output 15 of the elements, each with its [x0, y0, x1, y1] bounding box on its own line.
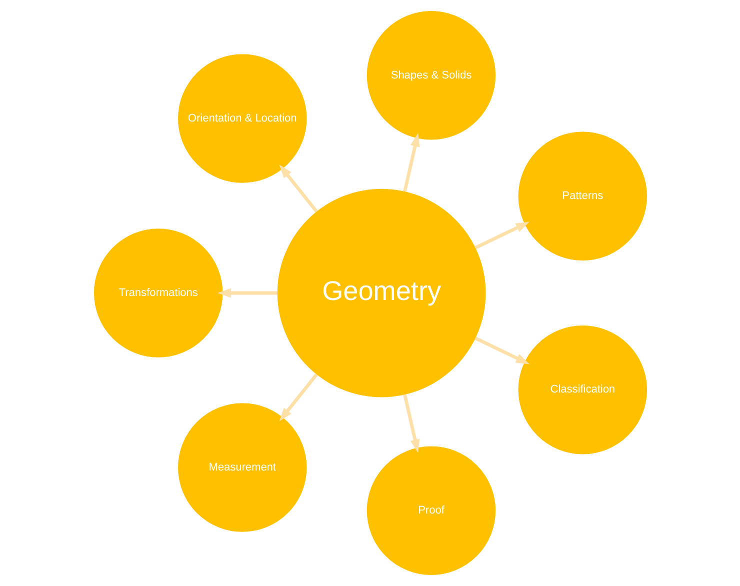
node-circle: Shapes & Solids: [366, 11, 496, 140]
node-circle: Patterns: [518, 132, 647, 261]
arrow: [278, 164, 318, 213]
arrow: [278, 373, 318, 422]
arrow: [402, 394, 420, 454]
node-circle: Classification: [518, 325, 647, 454]
node-circle: Geometry: [276, 188, 486, 398]
node-circle: Orientation & Location: [178, 54, 306, 183]
arrow: [402, 132, 420, 192]
node-circle: Measurement: [178, 403, 306, 532]
node-circle: Transformations: [93, 228, 222, 358]
arrow: [474, 222, 529, 250]
arrow: [474, 336, 529, 364]
node-circle: Proof: [366, 446, 496, 575]
arrow: [216, 288, 277, 298]
